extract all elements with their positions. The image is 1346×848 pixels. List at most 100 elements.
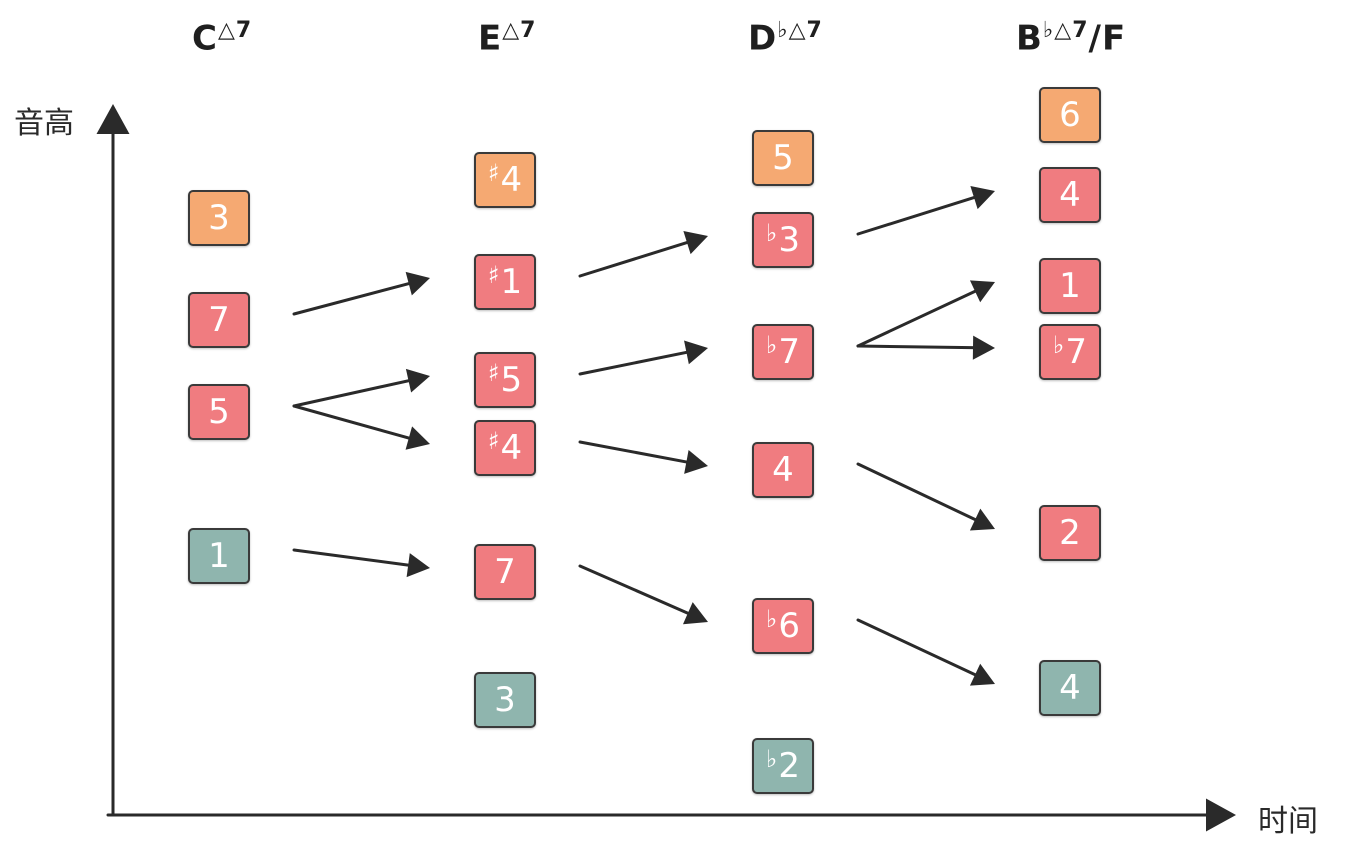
scale-degree: 3 xyxy=(494,680,516,720)
scale-degree: 1 xyxy=(208,536,230,576)
note-box: 4 xyxy=(1039,660,1101,716)
scale-degree: 1 xyxy=(500,262,523,302)
note-box: ♭7 xyxy=(752,324,814,380)
voice-leading-arrow xyxy=(856,194,982,236)
scale-degree: 7 xyxy=(208,300,230,340)
scale-degree: 4 xyxy=(1059,668,1081,708)
chord-root: E xyxy=(478,18,503,59)
voice-leading-arrow xyxy=(856,618,983,679)
chord-label-1: E△7 xyxy=(478,18,536,58)
note-box: 2 xyxy=(1039,505,1101,561)
scale-degree: 4 xyxy=(500,160,523,200)
scale-degree: 5 xyxy=(772,138,794,178)
accidental: ♯ xyxy=(487,261,500,289)
note-box: 3 xyxy=(474,672,536,728)
chord-label-0: C△7 xyxy=(192,18,252,58)
note-box: ♯4 xyxy=(474,152,536,208)
chord-root: C xyxy=(192,18,218,59)
accidental: ♯ xyxy=(487,427,500,455)
scale-degree: 1 xyxy=(1059,266,1081,306)
scale-degree: 2 xyxy=(778,746,800,786)
y-axis-arrowhead xyxy=(96,104,130,134)
arrowhead xyxy=(405,426,430,450)
note-box: 1 xyxy=(188,528,250,584)
accidental: ♭ xyxy=(1053,331,1065,359)
scale-degree: 7 xyxy=(778,332,800,372)
voice-leading-arrow xyxy=(292,404,417,442)
note-box: 7 xyxy=(188,292,250,348)
arrowhead xyxy=(970,186,995,210)
voice-leading-arrow xyxy=(578,564,696,618)
voice-leading-arrow xyxy=(292,548,417,568)
x-axis-arrowhead xyxy=(1206,798,1236,832)
arrowhead xyxy=(684,340,708,365)
note-box: ♭7 xyxy=(1039,324,1101,380)
x-axis-label: 时间 xyxy=(1258,804,1318,839)
chord-bass: /F xyxy=(1088,18,1127,59)
scale-degree: 3 xyxy=(778,220,800,260)
chord-quality: ♭△7 xyxy=(777,18,823,43)
voice-leading-arrow xyxy=(578,349,695,376)
voice-leading-arrow xyxy=(856,287,983,348)
accidental: ♯ xyxy=(487,359,500,387)
accidental: ♭ xyxy=(766,331,778,359)
note-box: 4 xyxy=(1039,167,1101,223)
arrowhead xyxy=(972,335,995,360)
scale-degree: 6 xyxy=(778,606,800,646)
voice-leading-arrow xyxy=(578,239,695,278)
note-box: 7 xyxy=(474,544,536,600)
chord-label-3: B♭△7/F xyxy=(1016,18,1126,58)
accidental: ♯ xyxy=(487,159,500,187)
scale-degree: 3 xyxy=(208,198,230,238)
scale-degree: 5 xyxy=(208,392,230,432)
arrowhead xyxy=(684,450,708,474)
note-box: 5 xyxy=(752,130,814,186)
scale-degree: 7 xyxy=(1065,332,1087,372)
arrowhead xyxy=(969,663,995,686)
note-box: ♭6 xyxy=(752,598,814,654)
scale-degree: 4 xyxy=(1059,175,1081,215)
accidental: ♭ xyxy=(766,745,778,773)
scale-degree: 4 xyxy=(500,428,523,468)
note-box: ♯1 xyxy=(474,254,536,310)
voice-leading-arrow xyxy=(578,440,695,465)
chord-label-2: D♭△7 xyxy=(748,18,823,58)
y-axis-label: 音高 xyxy=(14,106,74,141)
note-box: ♯5 xyxy=(474,352,536,408)
arrowhead xyxy=(405,368,430,393)
voice-leading-arrow xyxy=(292,280,417,316)
axes xyxy=(96,104,1236,832)
note-box: ♯4 xyxy=(474,420,536,476)
chord-quality: ♭△7 xyxy=(1042,18,1089,43)
note-box: ♭3 xyxy=(752,212,814,268)
arrowhead xyxy=(969,280,995,303)
note-box: 4 xyxy=(752,442,814,498)
arrowhead xyxy=(969,508,995,531)
chord-quality: △7 xyxy=(502,18,537,43)
scale-degree: 5 xyxy=(500,360,523,400)
note-box: 1 xyxy=(1039,258,1101,314)
voice-leading-arrows xyxy=(292,186,995,686)
accidental: ♭ xyxy=(766,605,778,633)
accidental: ♭ xyxy=(766,219,778,247)
scale-degree: 4 xyxy=(772,450,794,490)
chord-quality: △7 xyxy=(217,18,253,43)
voice-leading-arrow xyxy=(856,344,982,350)
voice-leading-arrow xyxy=(292,377,417,408)
chord-root: B xyxy=(1016,18,1043,59)
note-box: 6 xyxy=(1039,87,1101,143)
note-box: 3 xyxy=(188,190,250,246)
scale-degree: 6 xyxy=(1059,95,1081,135)
note-box: ♭2 xyxy=(752,738,814,794)
arrowhead xyxy=(406,553,430,578)
arrowhead xyxy=(682,602,708,625)
note-box: 5 xyxy=(188,384,250,440)
voice-leading-arrow xyxy=(856,462,983,524)
scale-degree: 2 xyxy=(1059,513,1081,553)
arrowhead xyxy=(405,271,430,296)
scale-degree: 7 xyxy=(494,552,516,592)
arrowhead xyxy=(683,231,708,255)
chord-root: D xyxy=(748,18,778,59)
